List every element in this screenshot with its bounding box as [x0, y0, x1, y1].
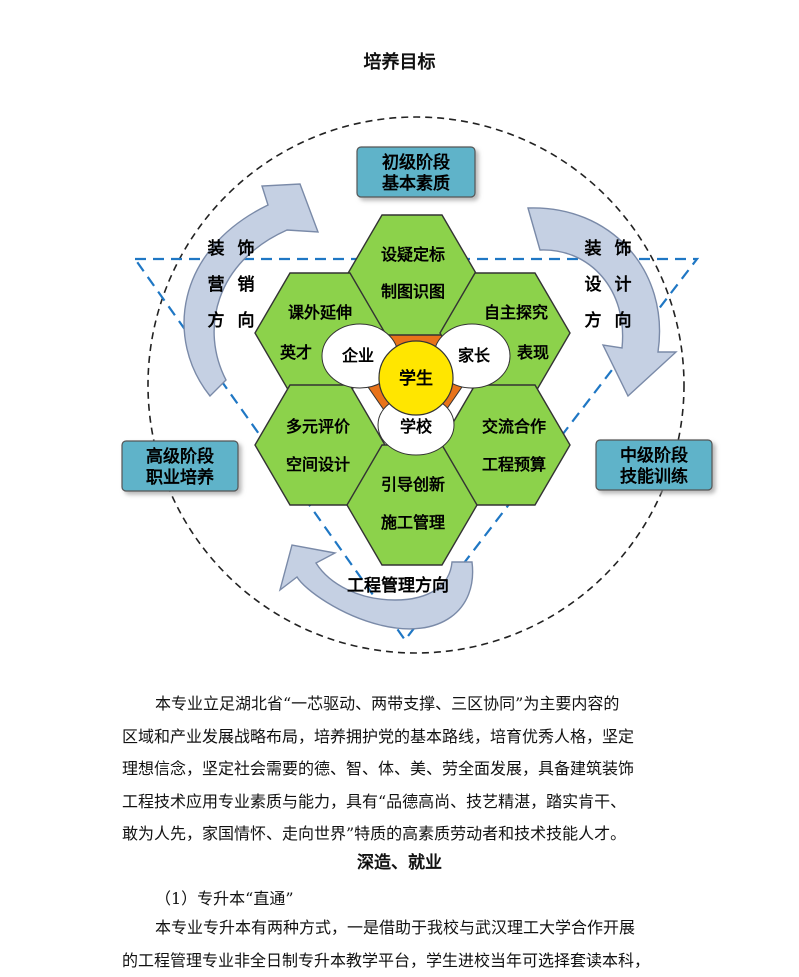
paragraph-line: 区域和产业发展战略布局，培养拥护党的基本路线，培育优秀人格，坚定	[122, 721, 722, 754]
center-school-label: 学校	[400, 417, 433, 436]
hex-lower-left-line2: 空间设计	[286, 455, 350, 474]
stage-beginner-line2: 基本素质	[381, 173, 450, 194]
hex-lower-right-line2: 工程预算	[482, 455, 546, 474]
left-direction-char-6: 向	[238, 310, 255, 331]
right-direction-char-6: 向	[615, 310, 632, 331]
stage-intermediate-line1: 中级阶段	[620, 445, 688, 466]
paragraph-goals: 本专业立足湖北省“一芯驱动、两带支撑、三区协同”为主要内容的 区域和产业发展战略…	[122, 688, 722, 851]
bottom-direction-label: 工程管理方向	[347, 575, 449, 596]
stage-advanced-line2: 职业培养	[146, 467, 215, 488]
hex-lower-right-line1: 交流合作	[482, 417, 546, 436]
hex-upper-right-line2: 表现	[516, 343, 549, 362]
section-title: 深造、就业	[0, 848, 799, 873]
hex-bottom-line2: 施工管理	[381, 513, 445, 532]
right-direction-char-5: 方	[585, 310, 602, 331]
left-direction-char-4: 销	[238, 274, 255, 295]
stage-intermediate-line2: 技能训练	[620, 466, 688, 487]
hex-upper-left-line2: 英才	[279, 343, 312, 362]
training-goal-diagram: 初级阶段 基本素质 高级阶段 职业培养 中级阶段 技能训练 装 饰 营 销 方 …	[0, 0, 799, 680]
paragraph-upgrade: 本专业专升本有两种方式，一是借助于我校与武汉理工大学合作开展 的工程管理专业非全…	[122, 912, 722, 977]
left-direction-char-3: 营	[208, 274, 225, 295]
right-direction-char-3: 设	[585, 275, 602, 295]
center-student-label: 学生	[399, 368, 433, 389]
stage-advanced-line1: 高级阶段	[146, 446, 214, 467]
left-direction-char-1: 装	[207, 238, 225, 259]
hex-bottom-line1: 引导创新	[381, 475, 445, 494]
center-parent-label: 家长	[458, 346, 491, 365]
paragraph-line: 工程技术应用专业素质与能力，具有“品德高尚、技艺精湛，踏实肯干、	[122, 786, 722, 819]
paragraph-line: 的工程管理专业非全日制专升本教学平台，学生进校当年可选择套读本科，	[122, 945, 722, 977]
hex-upper-left-line1: 课外延伸	[288, 303, 352, 322]
subheading: （1）专升本“直通”	[155, 885, 294, 909]
center-enterprise-label: 企业	[341, 346, 374, 365]
right-direction-char-4: 计	[615, 274, 632, 295]
stage-beginner-line1: 初级阶段	[382, 152, 450, 173]
right-direction-char-1: 装	[584, 238, 602, 259]
left-direction-char-5: 方	[208, 310, 225, 331]
paragraph-line: 敢为人先，家国情怀、走向世界”特质的高素质劳动者和技术技能人才。	[122, 818, 722, 851]
hex-lower-left-line1: 多元评价	[286, 417, 351, 436]
paragraph-line: 理想信念，坚定社会需要的德、智、体、美、劳全面发展，具备建筑装饰	[122, 753, 722, 786]
right-direction-char-2: 饰	[615, 238, 632, 259]
left-direction-char-2: 饰	[238, 238, 255, 259]
hex-top-line2: 制图识图	[381, 282, 445, 301]
paragraph-line: 本专业立足湖北省“一芯驱动、两带支撑、三区协同”为主要内容的	[122, 688, 722, 721]
hex-top-line1: 设疑定标	[381, 245, 445, 264]
paragraph-line: 本专业专升本有两种方式，一是借助于我校与武汉理工大学合作开展	[122, 912, 722, 945]
hex-upper-right-line1: 自主探究	[484, 303, 548, 322]
